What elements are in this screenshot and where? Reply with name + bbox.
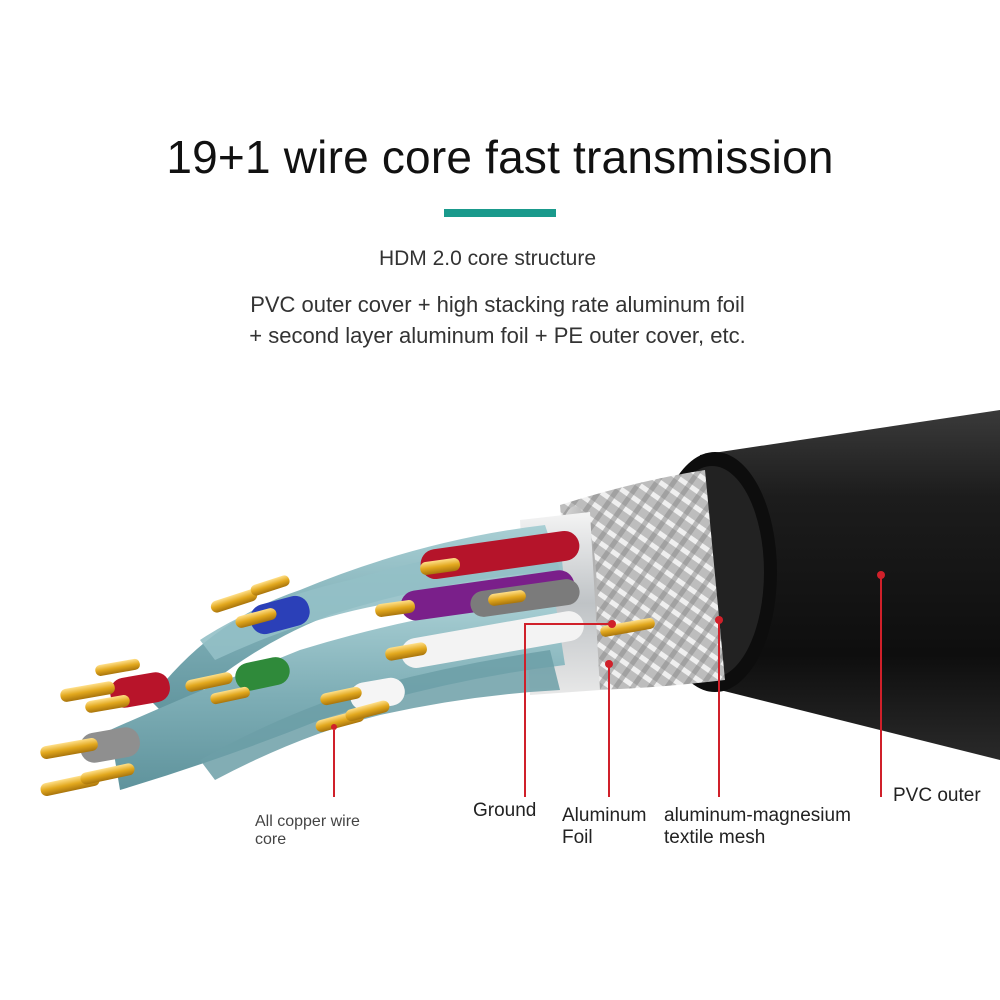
callout-dots	[331, 571, 885, 730]
core-structure-subtitle: HDM 2.0 core structure	[378, 247, 597, 270]
callout-copper-core: All copper wire core	[255, 813, 360, 849]
callout-mesh-line-1: aluminum-magnesium	[664, 805, 851, 826]
callout-leader-lines	[333, 575, 882, 797]
page-title: 19+1 wire core fast transmission	[166, 131, 834, 183]
callout-copper-core-line-1: All copper wire	[255, 813, 360, 830]
callout-foil-line-2: Foil	[562, 827, 593, 848]
callout-mesh: aluminum-magnesium textile mesh	[664, 805, 851, 849]
pvc-outer-jacket	[700, 410, 1000, 760]
copper-wire-tips	[40, 558, 655, 796]
callout-pvc-outer: PVC outer	[893, 785, 981, 806]
callout-foil-line-1: Aluminum	[562, 805, 647, 826]
description-line-2: + second layer aluminum foil + PE outer …	[249, 323, 746, 348]
description-line-1: PVC outer cover + high stacking rate alu…	[250, 292, 745, 317]
callout-ground: Ground	[473, 800, 537, 821]
colored-conductors	[80, 530, 584, 763]
braided-mesh	[560, 470, 725, 690]
structure-description: PVC outer cover + high stacking rate alu…	[0, 289, 995, 351]
callout-mesh-line-2: textile mesh	[664, 827, 766, 848]
callout-copper-core-line-2: core	[255, 831, 287, 848]
title-accent-bar	[444, 209, 556, 217]
callout-aluminum-foil: Aluminum Foil	[562, 805, 646, 849]
